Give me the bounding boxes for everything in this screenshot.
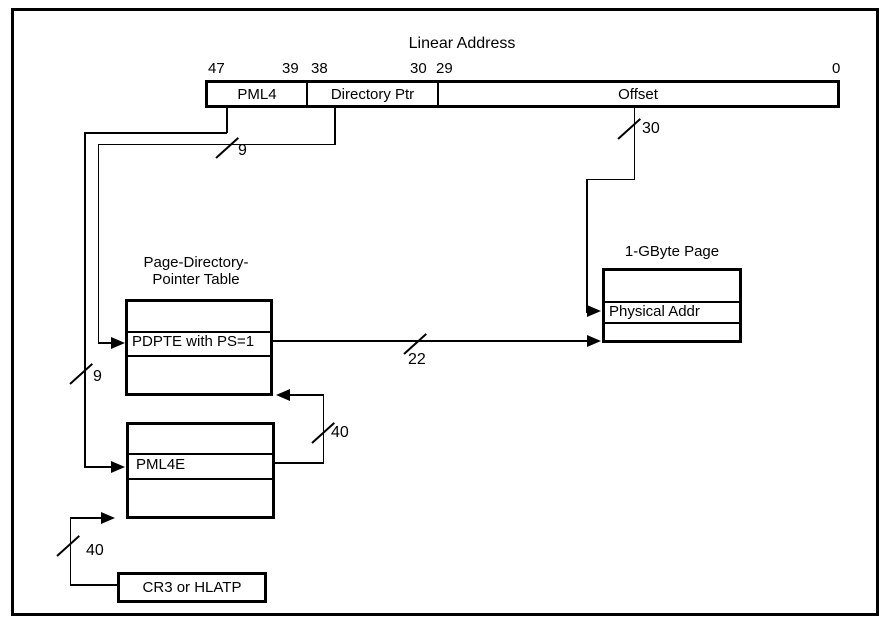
bus-width-pml4: 9	[93, 368, 102, 385]
pml4-table-box: PML4E	[126, 422, 275, 519]
bus-width-cr3: 40	[86, 542, 104, 559]
connector-offset-drop	[633, 108, 635, 180]
pdpt-title-line1: Page-Directory-	[143, 254, 249, 271]
connector-pml4-horizontal	[84, 132, 227, 134]
page-row-divider-top	[605, 301, 739, 303]
linear-address-title: Linear Address	[408, 35, 516, 52]
pdpt-title: Page-Directory- Pointer Table	[120, 254, 272, 288]
pdpt-row-divider-top	[128, 331, 270, 333]
figure-border	[11, 8, 879, 616]
physical-addr-entry: Physical Addr	[609, 303, 700, 320]
bit-label-38: 38	[311, 60, 328, 77]
connector-dirptr-into-entry	[97, 342, 114, 344]
field-directory-ptr: Directory Ptr	[306, 83, 437, 105]
connector-dirptr-horizontal	[97, 143, 336, 145]
pml4-row-divider-top	[129, 453, 272, 455]
bit-label-0: 0	[832, 60, 841, 77]
arrow-into-physical-addr-icon	[587, 305, 601, 317]
field-offset: Offset	[437, 83, 837, 105]
connector-pml4-drop	[226, 108, 228, 133]
bus-width-pml4e: 40	[331, 424, 349, 441]
connector-offset-vertical	[586, 178, 588, 313]
pml4e-entry: PML4E	[136, 456, 186, 473]
arrow-into-page-base-icon	[587, 335, 601, 347]
connector-offset-horizontal	[586, 178, 635, 180]
pml4-row-divider-bottom	[129, 478, 272, 480]
pdpt-title-line2: Pointer Table	[152, 271, 240, 288]
pdpt-box: PDPTE with PS=1	[125, 299, 273, 396]
connector-pml4e-out	[275, 462, 324, 464]
pdpte-entry: PDPTE with PS=1	[132, 333, 255, 350]
gbyte-page-box: Physical Addr	[602, 268, 742, 343]
connector-pdpte-to-page	[272, 340, 590, 342]
arrow-into-pml4e-icon	[111, 461, 125, 473]
bit-label-30: 30	[410, 60, 427, 77]
linear-address-box: PML4 Directory Ptr Offset	[205, 80, 840, 108]
page-row-divider-bottom	[605, 322, 739, 324]
arrow-into-pdpt-icon	[276, 389, 290, 401]
connector-cr3-into-pml4	[69, 517, 102, 519]
cr3-box: CR3 or HLATP	[117, 572, 267, 603]
arrow-into-pdpte-icon	[111, 337, 125, 349]
bus-width-dirptr: 9	[238, 142, 247, 159]
connector-pml4e-vertical	[322, 394, 324, 464]
gbyte-page-title: 1-GByte Page	[624, 243, 720, 260]
bit-labels: 47 39 38 30 29 0	[205, 60, 845, 78]
pdpt-row-divider-bottom	[128, 355, 270, 357]
bit-label-39: 39	[282, 60, 299, 77]
bus-width-offset: 30	[642, 120, 660, 137]
bus-width-pdpte: 22	[408, 351, 426, 368]
connector-cr3-vertical	[69, 517, 71, 586]
arrow-into-pml4-table-icon	[101, 512, 115, 524]
connector-pml4-into-entry	[84, 466, 114, 468]
bit-label-47: 47	[208, 60, 225, 77]
connector-cr3-out	[69, 584, 118, 586]
bit-label-29: 29	[436, 60, 453, 77]
connector-pml4-vertical	[84, 132, 86, 468]
field-pml4: PML4	[237, 85, 277, 103]
connector-dirptr-vertical	[97, 143, 99, 344]
connector-dirptr-drop	[334, 108, 336, 145]
connector-pml4e-into-pdpt	[290, 394, 324, 396]
